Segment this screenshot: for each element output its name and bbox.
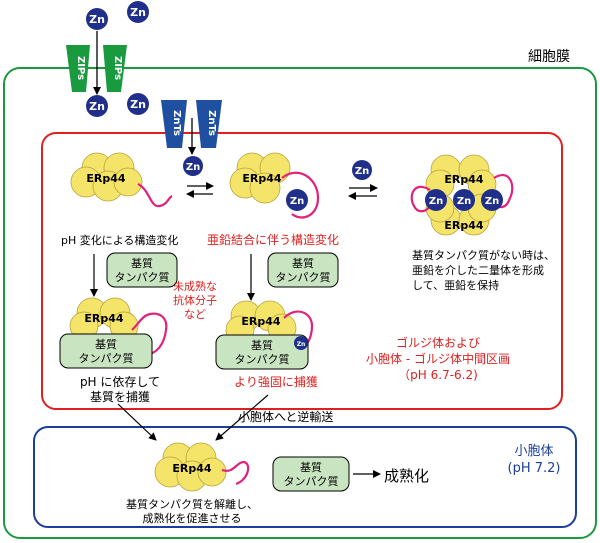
- zn-ion: Zn: [127, 93, 149, 115]
- erp44-open-state: ERp44: [70, 152, 173, 208]
- svg-text:Zn: Zn: [355, 166, 369, 177]
- svg-text:基質: 基質: [95, 337, 117, 351]
- svg-text:基質を捕獲: 基質を捕獲: [90, 389, 150, 404]
- erp44-released-state: ERp44: [154, 442, 250, 492]
- svg-text:ERp44: ERp44: [86, 172, 126, 185]
- svg-text:基質タンパク質がない時は、: 基質タンパク質がない時は、: [412, 248, 555, 262]
- svg-text:Zn: Zn: [130, 6, 146, 19]
- svg-text:ZnTs: ZnTs: [206, 110, 217, 136]
- equilibrium-arrows-1: [186, 182, 214, 198]
- erp44-substrate-complex-left: ERp44 基質 タンパク質: [59, 297, 168, 369]
- svg-text:pH に依存して: pH に依存して: [80, 374, 160, 389]
- zn-ion: Zn: [183, 156, 203, 176]
- release-note: 基質タンパク質を解離し、 成熟化を促進させる: [126, 497, 258, 525]
- svg-text:未成熟な: 未成熟な: [173, 279, 217, 293]
- zn-ion: Zn: [352, 160, 372, 180]
- svg-text:タンパク質: タンパク質: [284, 474, 339, 488]
- svg-text:Zn: Zn: [186, 162, 200, 173]
- svg-text:Zn: Zn: [457, 196, 471, 207]
- svg-text:ERp44: ERp44: [84, 312, 124, 325]
- svg-text:亜鉛を介した二量体を形成: 亜鉛を介した二量体を形成: [412, 263, 544, 277]
- erp44-zinc-bound-state: ERp44 Zn: [229, 152, 320, 219]
- svg-text:ZnTs: ZnTs: [171, 110, 182, 136]
- no-substrate-note: 基質タンパク質がない時は、 亜鉛を介した二量体を形成 して、亜鉛を保持: [412, 248, 555, 292]
- svg-text:基質: 基質: [300, 460, 322, 474]
- maturation-label: 成熟化: [384, 467, 429, 485]
- svg-text:ZIPs: ZIPs: [112, 56, 123, 80]
- svg-text:Zn: Zn: [290, 196, 304, 207]
- svg-text:ERp44: ERp44: [444, 173, 484, 186]
- retrograde-arrows: [117, 394, 269, 441]
- svg-text:ERp44: ERp44: [242, 172, 282, 185]
- svg-text:して、亜鉛を保持: して、亜鉛を保持: [412, 278, 499, 292]
- svg-text:タンパク質: タンパク質: [235, 352, 290, 366]
- svg-text:ERp44: ERp44: [444, 219, 484, 232]
- svg-text:Zn: Zn: [130, 98, 146, 111]
- er-region-box: [33, 426, 577, 528]
- retrograde-label: 小胞体へと逆輸送: [238, 409, 333, 424]
- svg-text:成熟化を促進させる: 成熟化を促進させる: [143, 511, 242, 525]
- svg-text:など: など: [184, 308, 206, 321]
- strong-capture-label: より強固に捕獲: [234, 374, 318, 389]
- svg-text:基質: 基質: [131, 256, 153, 270]
- svg-text:タンパク質: タンパク質: [276, 270, 331, 284]
- svg-text:ゴルジ体および: ゴルジ体および: [396, 335, 480, 350]
- zn-ion: Zn: [86, 8, 108, 30]
- svg-text:ERp44: ERp44: [172, 462, 212, 475]
- svg-text:ZIPs: ZIPs: [75, 56, 86, 80]
- zips-transporter: ZIPs ZIPs: [66, 45, 127, 92]
- svg-text:小胞体: 小胞体: [514, 444, 553, 459]
- erp44-dimer-state: ERp44 ERp44 Zn Zn Zn: [410, 154, 514, 236]
- svg-text:Zn: Zn: [297, 341, 306, 348]
- svg-text:小胞体 - ゴルジ体中間区画: 小胞体 - ゴルジ体中間区画: [366, 351, 510, 366]
- svg-text:タンパク質: タンパク質: [115, 270, 170, 284]
- ph-capture-label: pH に依存して 基質を捕獲: [80, 374, 160, 404]
- svg-text:基質: 基質: [251, 338, 273, 352]
- zinc-binding-change-label: 亜鉛結合に伴う構造変化: [207, 232, 339, 247]
- svg-text:Zn: Zn: [89, 100, 105, 113]
- svg-text:抗体分子: 抗体分子: [173, 293, 217, 307]
- membrane-label: 細胞膜: [528, 49, 570, 65]
- svg-text:Zn: Zn: [429, 196, 443, 207]
- golgi-region-box: [41, 132, 563, 410]
- substrate-box-left: 基質 タンパク質: [106, 252, 178, 288]
- svg-text:ERp44: ERp44: [241, 315, 281, 328]
- svg-text:(pH 7.2): (pH 7.2): [508, 461, 561, 476]
- er-label: 小胞体 (pH 7.2): [508, 444, 561, 476]
- svg-text:Zn: Zn: [89, 13, 105, 26]
- svg-text:基質タンパク質を解離し、: 基質タンパク質を解離し、: [126, 497, 258, 511]
- svg-text:Zn: Zn: [485, 196, 499, 207]
- zn-ion: Zn: [127, 1, 149, 23]
- znts-transporter: ZnTs ZnTs: [161, 100, 222, 148]
- golgi-region-label: ゴルジ体および 小胞体 - ゴルジ体中間区画 （pH 6.7-6.2): [366, 335, 510, 382]
- substrate-box-middle: 基質 タンパク質: [267, 252, 339, 288]
- substrate-box-er: 基質 タンパク質: [272, 456, 350, 492]
- cell-membrane: [3, 67, 597, 539]
- immature-antibody-label: 未成熟な 抗体分子 など: [173, 279, 217, 321]
- zn-ion: Zn: [86, 95, 108, 117]
- svg-text:タンパク質: タンパク質: [79, 351, 134, 365]
- equilibrium-arrows-2: [348, 184, 378, 200]
- ph-change-label: pH 変化による構造変化: [61, 233, 178, 247]
- svg-text:基質: 基質: [292, 256, 314, 270]
- svg-text:（pH 6.7-6.2): （pH 6.7-6.2): [398, 368, 478, 382]
- erp44-substrate-complex-middle: ERp44 基質 タンパク質 Zn: [215, 300, 314, 370]
